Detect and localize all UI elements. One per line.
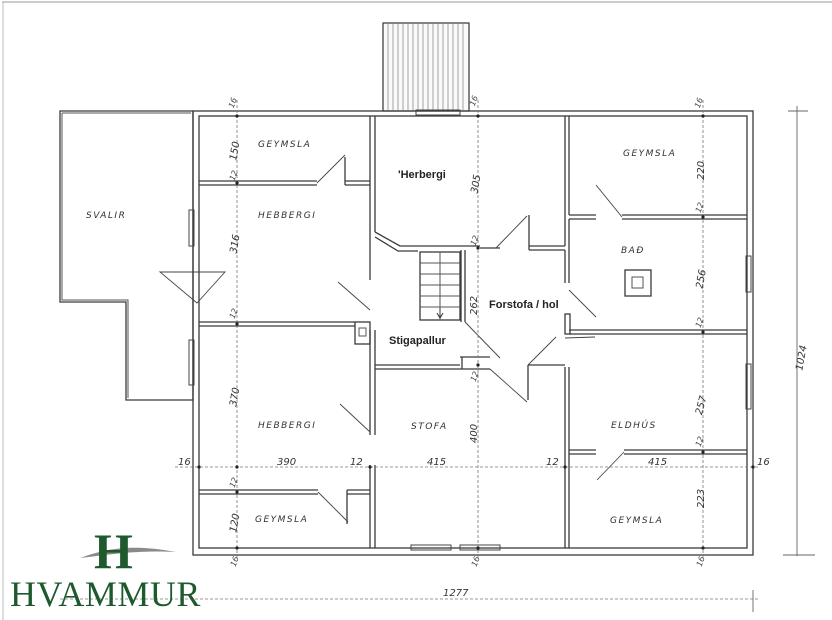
room-label-herbergi-center: 'Herbergi <box>398 169 446 181</box>
dimension-lines <box>60 100 815 612</box>
room-label-geymsla-bottom-right: GEYMSLA <box>610 516 663 526</box>
room-label-geymsla-top-left: GEYMSLA <box>258 140 311 150</box>
dim-bottom-center-wall: 16 <box>470 555 482 568</box>
dim-herbergi-lb-height: 370 <box>228 387 242 408</box>
dim-top-right-wall: 16 <box>693 96 705 109</box>
dim-wall-12-b: 12 <box>469 234 481 247</box>
room-label-stofa: STOFA <box>411 422 448 432</box>
balcony-outline <box>59 110 194 401</box>
dim-herbergi-lt-height: 316 <box>228 234 242 255</box>
room-label-eldhus: ELDHÚS <box>611 419 657 431</box>
dim-wall-12-a: 12 <box>228 169 240 182</box>
dim-width-right: 415 <box>648 457 667 468</box>
dim-total-width: 1277 <box>443 588 469 599</box>
hvammur-logo: H HVAMMUR <box>8 526 240 616</box>
room-label-svalir: SVALIR <box>86 211 126 221</box>
dim-width-center: 415 <box>427 457 446 468</box>
room-label-geymsla-bottom-left: GEYMSLA <box>255 515 308 525</box>
interior-walls <box>199 116 747 548</box>
dim-geymsla-bl-height: 120 <box>228 513 242 534</box>
bath-fixture <box>624 269 652 297</box>
dim-wall-12-f: 12 <box>469 370 481 383</box>
balcony-inner-line <box>61 112 191 398</box>
windows <box>188 109 752 551</box>
dim-top-center-wall: 16 <box>468 94 480 107</box>
dim-geymsla-tr-height: 220 <box>696 161 707 180</box>
room-label-bad: BAÐ <box>621 246 645 256</box>
dim-herbergi-ct-height: 305 <box>469 174 483 195</box>
dim-bottom-left-wall: 16 <box>229 555 241 568</box>
exterior-walls <box>192 110 754 556</box>
room-label-stigapallur: Stigapallur <box>389 335 447 347</box>
logo-mark: H <box>94 523 133 579</box>
dim-forstofa-height: 262 <box>469 296 480 315</box>
dim-stofa-height: 400 <box>469 424 480 443</box>
dimension-labels: 16 16 16 150 12 316 305 12 220 12 256 12… <box>178 94 810 599</box>
room-labels: SVALIR GEYMSLA HEBBERGI 'Herbergi GEYMSL… <box>86 140 676 526</box>
room-label-herbergi-left-bottom: HEBBERGI <box>258 421 316 431</box>
dim-wall-12-j: 12 <box>228 476 240 489</box>
room-label-forstofa: Forstofa / hol <box>489 299 559 311</box>
doors <box>158 154 625 523</box>
dim-top-left-wall: 16 <box>227 96 239 109</box>
staircase <box>419 251 461 321</box>
dim-geymsla-br-height: 223 <box>696 489 707 508</box>
dim-bottom-right-wall: 16 <box>695 555 707 568</box>
logo-wordmark: HVAMMUR <box>10 574 201 614</box>
dim-wall-12-c: 12 <box>694 201 706 214</box>
dim-left-wall: 16 <box>178 457 191 468</box>
dim-width-left: 390 <box>277 457 296 468</box>
room-label-herbergi-left-top: HEBBERGI <box>258 211 316 221</box>
dim-bad-height: 256 <box>695 269 709 290</box>
dim-eldhus-height: 257 <box>694 394 710 416</box>
dim-wall-12-i: 12 <box>546 457 559 468</box>
dim-wall-12-e: 12 <box>228 307 240 320</box>
dim-wall-12-g: 12 <box>694 435 706 448</box>
dim-total-height: 1024 <box>794 344 809 371</box>
dimension-dots <box>197 114 755 550</box>
chimney-block <box>382 22 470 112</box>
dim-right-wall: 16 <box>757 457 770 468</box>
room-label-geymsla-top-right: GEYMSLA <box>623 149 676 159</box>
logo-swoosh-icon <box>80 547 176 558</box>
dim-wall-12-h: 12 <box>350 457 363 468</box>
dim-geymsla-tl-height: 150 <box>228 141 242 162</box>
dim-wall-12-d: 12 <box>694 316 706 329</box>
stair-direction-arrow-icon <box>436 308 444 319</box>
